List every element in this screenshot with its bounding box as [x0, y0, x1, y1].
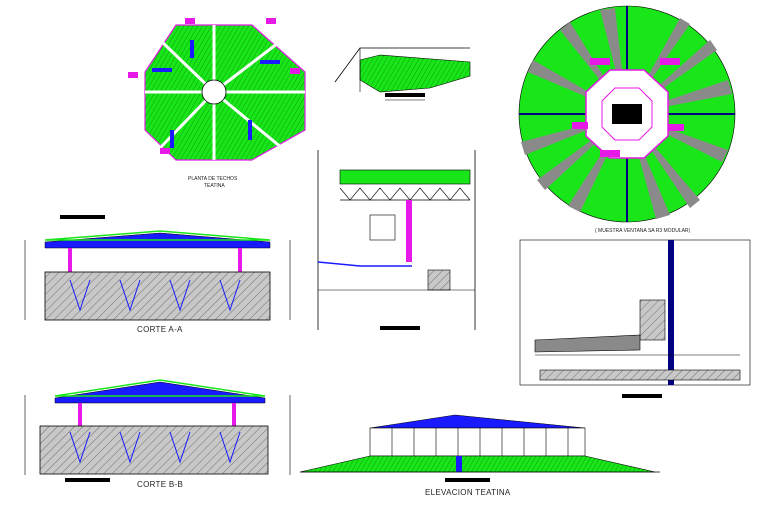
elevation-title: ELEVACION TEATINA: [425, 488, 511, 497]
section-aa-title: CORTE A-A: [137, 325, 183, 334]
window-sample-labels: [572, 58, 684, 157]
roof-plan-subtitle: TEATINA: [204, 183, 225, 189]
roof-plan-title: PLANTA DE TECHOS: [188, 176, 238, 182]
section-aa: [24, 215, 291, 321]
roof-plan-center: [201, 79, 227, 105]
section-bb-title: CORTE B-B: [137, 480, 184, 489]
roof-plan-tags: [128, 18, 300, 154]
section-bb: [24, 379, 291, 482]
elevation-teatina: [299, 414, 660, 482]
window-sample-caption: ( MUESTRA VENTANA SA R3 MODULAR): [595, 228, 691, 234]
detail-section: [317, 150, 476, 330]
roof-plan-blue-strips: [152, 40, 280, 148]
window-detail: [519, 239, 751, 398]
roof-plan: [128, 18, 306, 161]
detail-roof-edge: [334, 47, 471, 101]
window-sample-plan: [518, 5, 736, 223]
